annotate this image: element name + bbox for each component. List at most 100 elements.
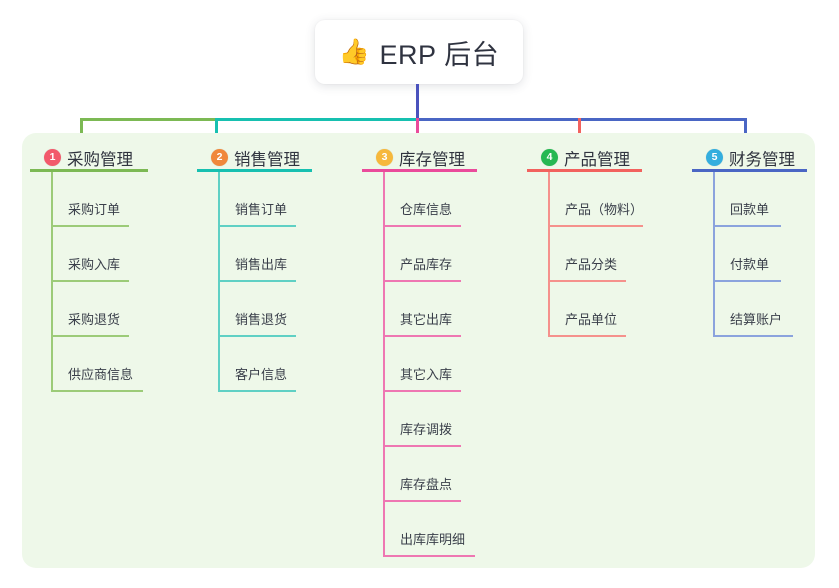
branch-item-label: 产品单位 bbox=[565, 312, 618, 327]
branch-item-rule bbox=[218, 225, 296, 227]
branch-item-3-6[interactable]: 库存盘点 bbox=[362, 447, 477, 502]
branch-item-1-4[interactable]: 供应商信息 bbox=[30, 337, 148, 392]
branch-spine-3 bbox=[383, 172, 385, 557]
branch-item-rule bbox=[713, 280, 781, 282]
branch-item-rule bbox=[383, 445, 461, 447]
branch-item-4-2[interactable]: 产品分类 bbox=[527, 227, 642, 282]
branch-spine-5 bbox=[713, 172, 715, 337]
branch-item-5-1[interactable]: 回款单 bbox=[692, 172, 807, 227]
branch-item-rule bbox=[218, 390, 296, 392]
branch-item-label: 回款单 bbox=[730, 202, 770, 217]
branch-header-rule-5 bbox=[692, 169, 807, 172]
branch-item-3-2[interactable]: 产品库存 bbox=[362, 227, 477, 282]
branch-item-3-4[interactable]: 其它入库 bbox=[362, 337, 477, 392]
branch-item-rule bbox=[548, 335, 626, 337]
branch-column-2: 2 销售管理 销售订单 销售出库 销售退货 客户信息 bbox=[197, 143, 312, 392]
branch-spine-2 bbox=[218, 172, 220, 392]
branch-title-1: 采购管理 bbox=[67, 150, 133, 169]
branch-item-label: 产品库存 bbox=[400, 257, 453, 272]
branch-item-rule bbox=[713, 225, 781, 227]
connector-bus-segment-green bbox=[80, 118, 217, 121]
branch-header-1[interactable]: 1 采购管理 bbox=[30, 143, 148, 172]
branch-column-3: 3 库存管理 仓库信息 产品库存 其它出库 其它入库 库存调拨 bbox=[362, 143, 477, 557]
branch-badge-3: 3 bbox=[376, 149, 393, 166]
branch-item-5-3[interactable]: 结算账户 bbox=[692, 282, 807, 337]
branch-item-label: 客户信息 bbox=[235, 367, 288, 382]
branch-badge-5: 5 bbox=[706, 149, 723, 166]
branch-item-2-4[interactable]: 客户信息 bbox=[197, 337, 312, 392]
branch-item-label: 其它入库 bbox=[400, 367, 453, 382]
branch-item-label: 销售出库 bbox=[235, 257, 288, 272]
branch-item-rule bbox=[218, 280, 296, 282]
branch-item-rule bbox=[51, 335, 129, 337]
branch-column-5: 5 财务管理 回款单 付款单 结算账户 bbox=[692, 143, 807, 337]
branch-item-label: 库存调拨 bbox=[400, 422, 453, 437]
branch-spine-1 bbox=[51, 172, 53, 392]
branch-item-2-3[interactable]: 销售退货 bbox=[197, 282, 312, 337]
branch-header-rule-3 bbox=[362, 169, 477, 172]
branch-badge-1: 1 bbox=[44, 149, 61, 166]
branch-spine-4 bbox=[548, 172, 550, 337]
branch-item-rule bbox=[548, 225, 643, 227]
branch-item-label: 结算账户 bbox=[730, 312, 783, 327]
branch-item-rule bbox=[383, 280, 461, 282]
branch-header-rule-2 bbox=[197, 169, 312, 172]
branch-item-rule bbox=[548, 280, 626, 282]
branch-item-1-2[interactable]: 采购入库 bbox=[30, 227, 148, 282]
branch-item-1-1[interactable]: 采购订单 bbox=[30, 172, 148, 227]
branch-header-rule-4 bbox=[527, 169, 642, 172]
branch-item-label: 采购退货 bbox=[68, 312, 121, 327]
branch-item-5-2[interactable]: 付款单 bbox=[692, 227, 807, 282]
branch-item-4-3[interactable]: 产品单位 bbox=[527, 282, 642, 337]
branch-item-3-3[interactable]: 其它出库 bbox=[362, 282, 477, 337]
branch-title-2: 销售管理 bbox=[234, 150, 300, 169]
branch-item-rule bbox=[383, 335, 461, 337]
branch-item-label: 采购订单 bbox=[68, 202, 121, 217]
branch-item-label: 供应商信息 bbox=[68, 367, 134, 382]
branch-item-label: 销售订单 bbox=[235, 202, 288, 217]
branch-item-label: 产品（物料） bbox=[565, 202, 644, 217]
branch-item-2-2[interactable]: 销售出库 bbox=[197, 227, 312, 282]
connector-bus-segment-blue bbox=[416, 118, 747, 121]
branch-item-3-5[interactable]: 库存调拨 bbox=[362, 392, 477, 447]
branch-badge-4: 4 bbox=[541, 149, 558, 166]
branch-item-rule bbox=[383, 390, 461, 392]
branch-column-1: 1 采购管理 采购订单 采购入库 采购退货 供应商信息 bbox=[30, 143, 148, 392]
root-node-label: ERP 后台 bbox=[379, 39, 500, 70]
diagram-backdrop-panel bbox=[22, 133, 815, 568]
root-node-card[interactable]: 👍 ERP 后台 bbox=[315, 20, 523, 84]
branch-item-rule bbox=[51, 390, 143, 392]
branch-header-2[interactable]: 2 销售管理 bbox=[197, 143, 312, 172]
branch-header-5[interactable]: 5 财务管理 bbox=[692, 143, 807, 172]
branch-item-3-1[interactable]: 仓库信息 bbox=[362, 172, 477, 227]
branch-item-rule bbox=[51, 280, 129, 282]
branch-title-5: 财务管理 bbox=[729, 150, 795, 169]
branch-item-1-3[interactable]: 采购退货 bbox=[30, 282, 148, 337]
branch-item-label: 其它出库 bbox=[400, 312, 453, 327]
branch-item-label: 采购入库 bbox=[68, 257, 121, 272]
branch-item-2-1[interactable]: 销售订单 bbox=[197, 172, 312, 227]
branch-item-label: 付款单 bbox=[730, 257, 770, 272]
branch-item-3-7[interactable]: 出库库明细 bbox=[362, 502, 477, 557]
branch-title-3: 库存管理 bbox=[399, 150, 465, 169]
branch-header-3[interactable]: 3 库存管理 bbox=[362, 143, 477, 172]
branch-item-label: 出库库明细 bbox=[400, 532, 466, 547]
branch-item-label: 库存盘点 bbox=[400, 477, 453, 492]
branch-item-rule bbox=[383, 555, 475, 557]
connector-bus-segment-teal bbox=[215, 118, 417, 121]
branch-item-label: 产品分类 bbox=[565, 257, 618, 272]
branch-header-rule-1 bbox=[30, 169, 148, 172]
branch-badge-2: 2 bbox=[211, 149, 228, 166]
branch-header-4[interactable]: 4 产品管理 bbox=[527, 143, 642, 172]
branch-items-5: 回款单 付款单 结算账户 bbox=[692, 172, 807, 337]
root-node-title: 👍 ERP 后台 bbox=[339, 33, 499, 72]
branch-item-rule bbox=[218, 335, 296, 337]
branch-column-4: 4 产品管理 产品（物料） 产品分类 产品单位 bbox=[527, 143, 644, 337]
branch-item-4-1[interactable]: 产品（物料） bbox=[527, 172, 644, 227]
branch-items-4: 产品（物料） 产品分类 产品单位 bbox=[527, 172, 644, 337]
branch-items-3: 仓库信息 产品库存 其它出库 其它入库 库存调拨 库存盘点 bbox=[362, 172, 477, 557]
thumbs-up-icon: 👍 bbox=[338, 37, 371, 66]
branch-title-4: 产品管理 bbox=[564, 150, 630, 169]
branch-item-rule bbox=[51, 225, 129, 227]
